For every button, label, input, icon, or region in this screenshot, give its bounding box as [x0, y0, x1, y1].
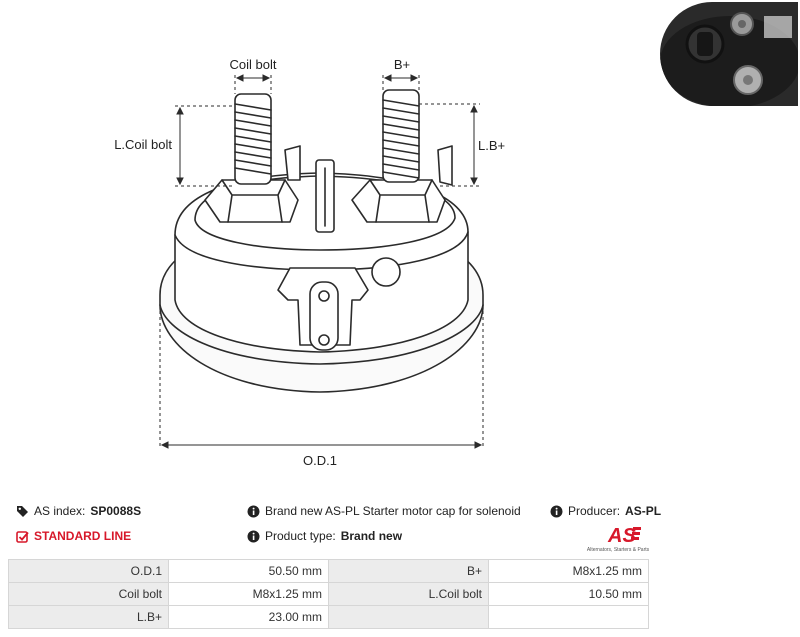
spec-key: L.Coil bolt [328, 582, 489, 606]
standard-line-label: STANDARD LINE [34, 529, 132, 543]
description: Brand new AS-PL Starter motor cap for so… [247, 504, 521, 518]
producer-value: AS-PL [625, 504, 662, 518]
producer-label: Producer: [568, 504, 621, 518]
spec-key: B+ [328, 559, 489, 583]
info-icon [550, 505, 563, 518]
spec-value: M8x1.25 mm [488, 559, 649, 583]
spec-key: L.B+ [8, 605, 169, 629]
as-pl-logo: AS Alternators, Starters & Parts [584, 522, 654, 554]
info-icon [247, 530, 260, 543]
as-index-label: AS index: [34, 504, 86, 518]
table-row: O.D.1 50.50 mm B+ M8x1.25 mm [8, 559, 649, 583]
table-row: L.B+ 23.00 mm [8, 605, 649, 629]
as-index: AS index: SP0088S [16, 504, 141, 518]
spec-key: Coil bolt [8, 582, 169, 606]
info-icon [247, 505, 260, 518]
product-type: Product type: Brand new [247, 529, 402, 543]
checkbox-icon [16, 530, 29, 543]
description-text: Brand new AS-PL Starter motor cap for so… [265, 504, 521, 518]
product-photo-thumbnail[interactable] [660, 2, 798, 106]
product-photo [660, 2, 798, 106]
spec-key [328, 605, 489, 629]
as-index-value: SP0088S [90, 504, 142, 518]
product-type-label: Product type: [265, 529, 336, 543]
product-type-value: Brand new [340, 529, 403, 543]
table-row: Coil bolt M8x1.25 mm L.Coil bolt 10.50 m… [8, 582, 649, 606]
spec-value: 50.50 mm [168, 559, 329, 583]
b-plus-nut [351, 179, 446, 223]
standard-line: STANDARD LINE [16, 529, 131, 543]
spec-value: 23.00 mm [168, 605, 329, 629]
logo-tagline: Alternators, Starters & Parts [587, 547, 650, 553]
technical-drawing: Coil bolt B+ L.Coil bolt L.B+ O.D.1 [114, 57, 505, 468]
l-b-plus-label: L.B+ [478, 138, 505, 153]
l-coil-bolt-label: L.Coil bolt [114, 137, 172, 152]
b-plus-label: B+ [394, 57, 410, 72]
spec-value: M8x1.25 mm [168, 582, 329, 606]
producer: Producer: AS-PL [550, 504, 661, 518]
spec-table: O.D.1 50.50 mm B+ M8x1.25 mm Coil bolt M… [8, 559, 649, 629]
coil-bolt-label: Coil bolt [230, 57, 277, 72]
tag-icon [16, 505, 29, 518]
product-info: AS index: SP0088S STANDARD LINE Brand ne… [0, 500, 800, 560]
logo-text: AS [607, 525, 636, 547]
spec-value: 10.50 mm [488, 582, 649, 606]
spec-value [488, 605, 649, 629]
spec-key: O.D.1 [8, 559, 169, 583]
od1-label: O.D.1 [303, 453, 337, 468]
